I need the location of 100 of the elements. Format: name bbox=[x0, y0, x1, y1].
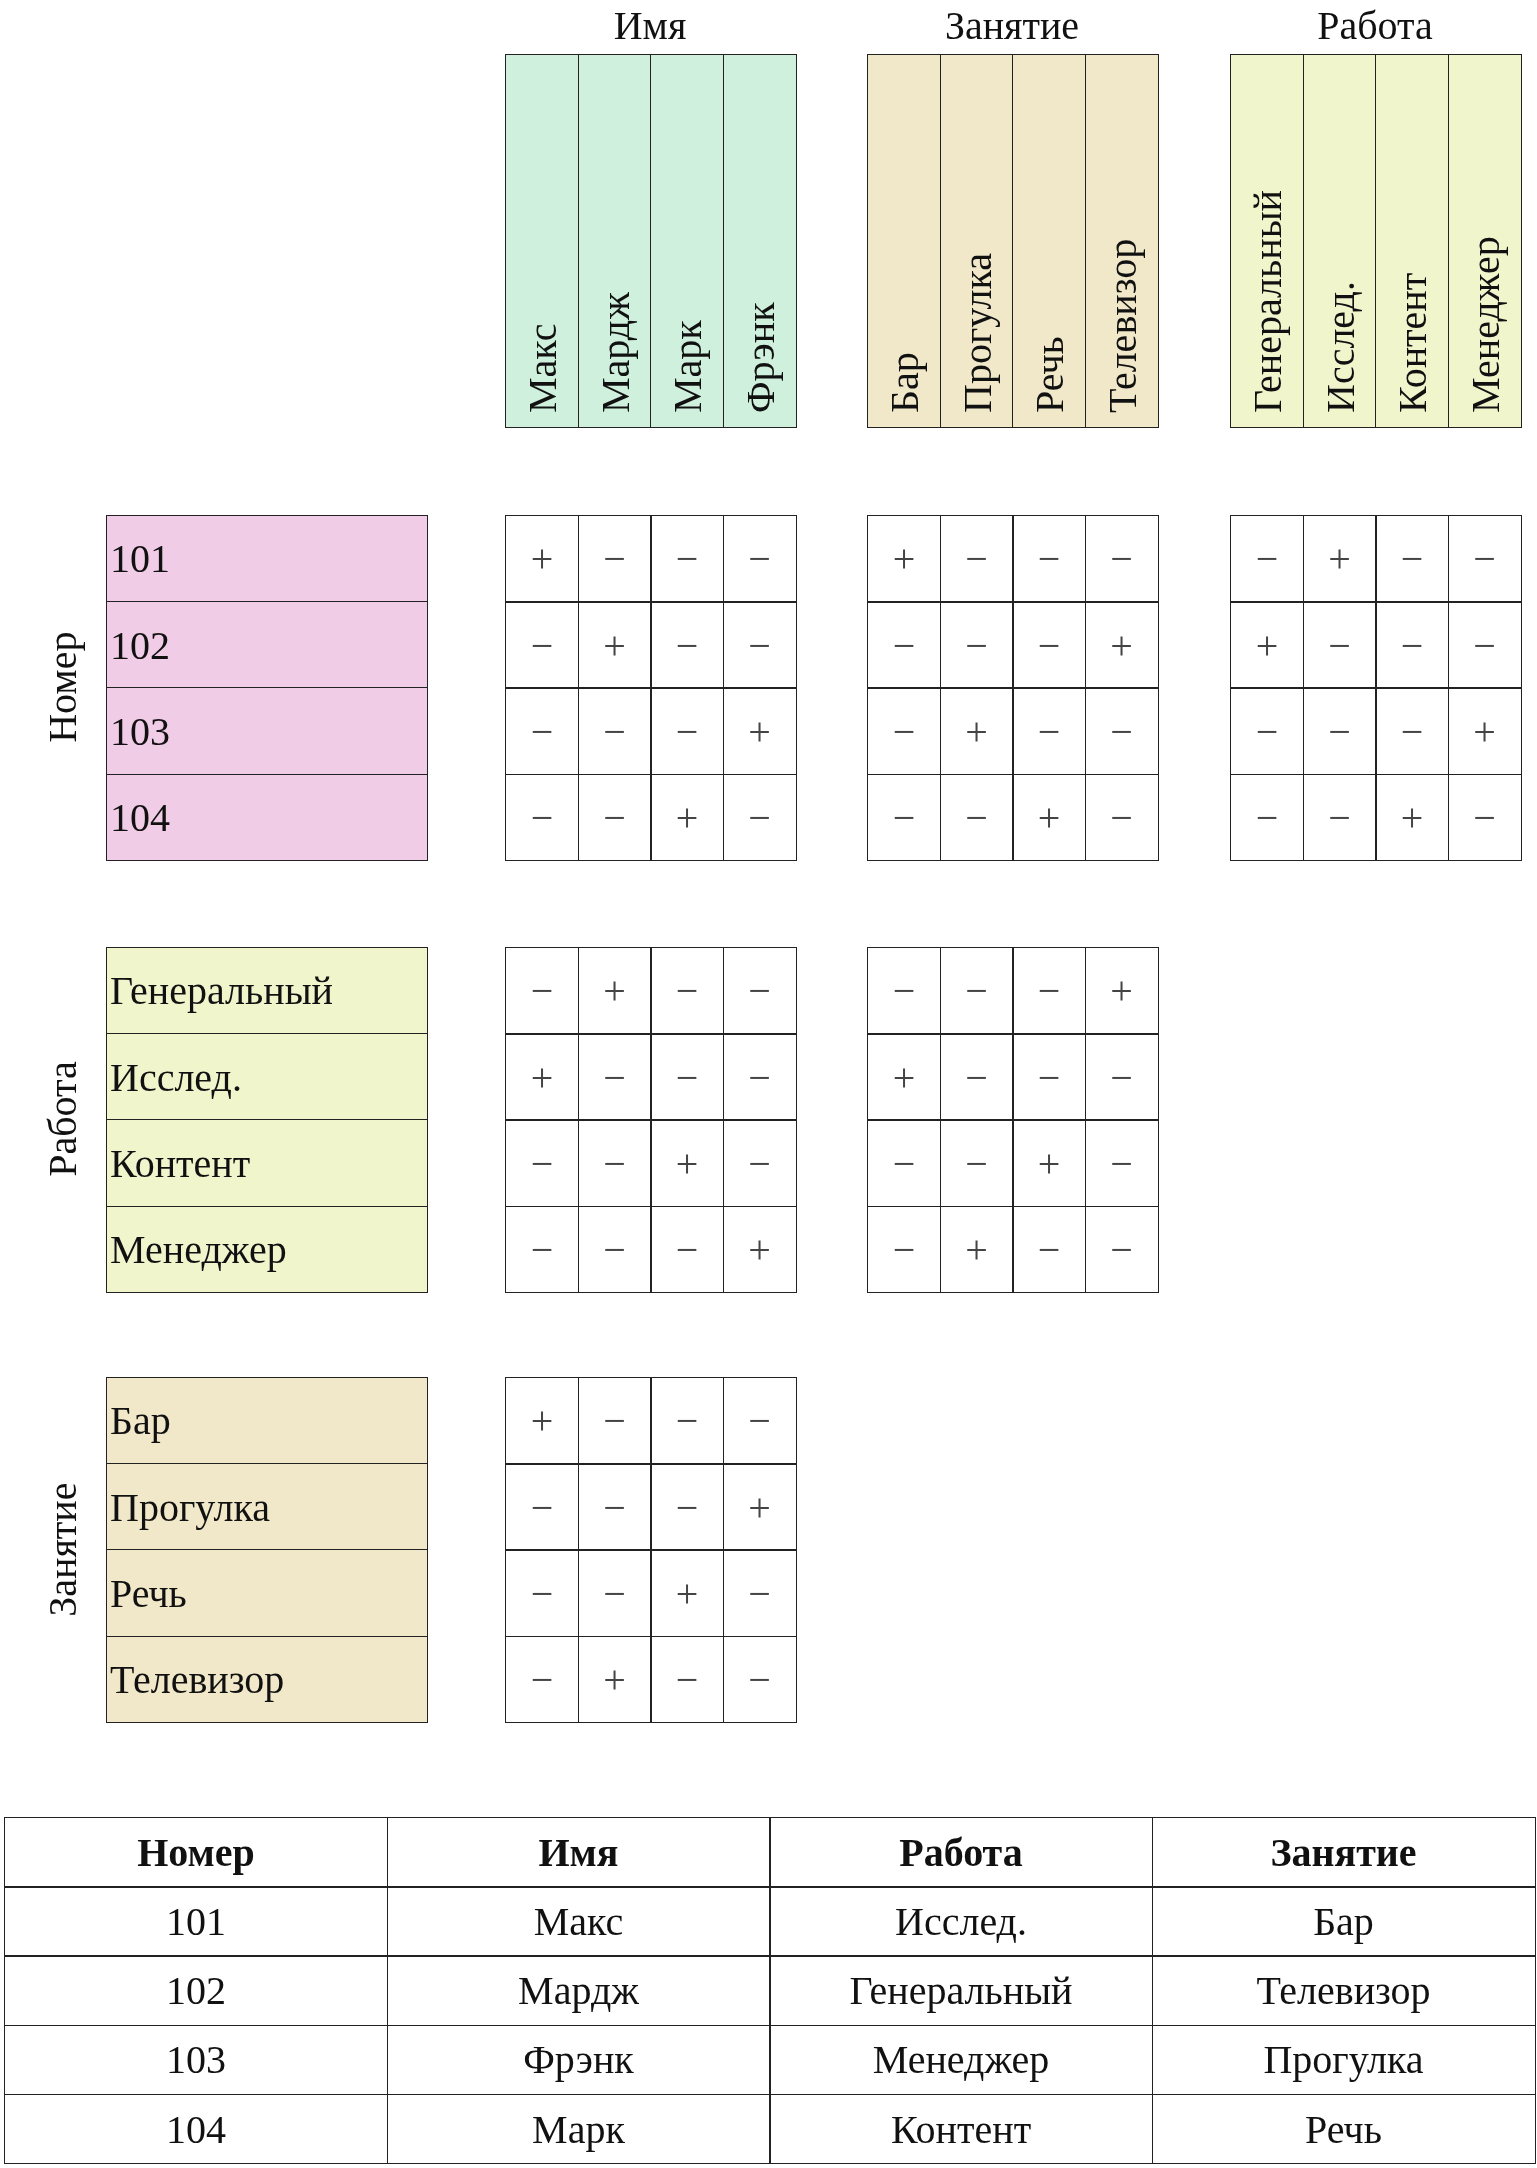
grid-cell: − bbox=[650, 515, 724, 603]
grid-cell: + bbox=[867, 1033, 941, 1121]
row-header: Телевизор bbox=[106, 1635, 428, 1724]
grid-cell: + bbox=[1375, 773, 1449, 862]
grid-cell: − bbox=[1012, 515, 1086, 603]
grid-cell: + bbox=[505, 515, 579, 603]
grid-cell: − bbox=[722, 1033, 797, 1121]
grid-cell: + bbox=[577, 947, 652, 1035]
row-header: Исслед. bbox=[106, 1033, 428, 1121]
grid-cell: + bbox=[505, 1033, 579, 1121]
grid-cell: − bbox=[939, 515, 1014, 603]
grid-cell: − bbox=[939, 1033, 1014, 1121]
grid-cell: − bbox=[1084, 773, 1159, 862]
grid-cell: + bbox=[722, 687, 797, 776]
grid-cell: − bbox=[1084, 687, 1159, 776]
grid-cell: − bbox=[1012, 687, 1086, 776]
grid-cell: − bbox=[722, 1119, 797, 1208]
grid-cell: − bbox=[722, 1549, 797, 1638]
row-header: Прогулка bbox=[106, 1463, 428, 1551]
grid-cell: − bbox=[505, 1549, 579, 1638]
grid-cell: − bbox=[867, 773, 941, 862]
grid-cell: + bbox=[650, 1549, 724, 1638]
group-title: Работа bbox=[1316, 1, 1434, 50]
grid-cell: − bbox=[505, 601, 579, 689]
grid-cell: − bbox=[650, 687, 724, 776]
grid-cell: − bbox=[1375, 601, 1449, 689]
table-cell: Генеральный bbox=[769, 1955, 1153, 2027]
grid-cell: − bbox=[1302, 687, 1377, 776]
grid-cell: − bbox=[505, 687, 579, 776]
grid-cell: − bbox=[1084, 1033, 1159, 1121]
grid-cell: − bbox=[722, 947, 797, 1035]
grid-cell: + bbox=[505, 1377, 579, 1465]
row-group-title: Работа bbox=[38, 1060, 86, 1180]
column-header: Генеральный bbox=[1230, 54, 1304, 428]
grid-cell: − bbox=[939, 1119, 1014, 1208]
grid-cell: − bbox=[1012, 1033, 1086, 1121]
grid-cell: − bbox=[650, 1463, 724, 1551]
table-cell: Марк bbox=[386, 2093, 771, 2165]
grid-cell: − bbox=[1447, 515, 1522, 603]
grid-cell: − bbox=[577, 1463, 652, 1551]
grid-cell: + bbox=[577, 601, 652, 689]
grid-cell: − bbox=[577, 1549, 652, 1638]
grid-cell: − bbox=[1302, 601, 1377, 689]
row-header: 102 bbox=[106, 601, 428, 689]
column-header: Менеджер bbox=[1447, 54, 1522, 428]
grid-cell: + bbox=[1447, 687, 1522, 776]
column-header: Исслед. bbox=[1302, 54, 1377, 428]
grid-cell: − bbox=[505, 1119, 579, 1208]
table-cell: Речь bbox=[1151, 2093, 1536, 2165]
table-header: Работа bbox=[769, 1817, 1153, 1888]
table-cell: 101 bbox=[4, 1886, 388, 1957]
row-header: Менеджер bbox=[106, 1205, 428, 1294]
grid-cell: − bbox=[577, 1377, 652, 1465]
table-cell: Мардж bbox=[386, 1955, 771, 2027]
table-cell: Телевизор bbox=[1151, 1955, 1536, 2027]
grid-cell: + bbox=[867, 515, 941, 603]
grid-cell: − bbox=[722, 1635, 797, 1724]
grid-cell: + bbox=[1012, 1119, 1086, 1208]
grid-cell: − bbox=[505, 773, 579, 862]
column-header: Прогулка bbox=[939, 54, 1014, 428]
grid-cell: − bbox=[722, 515, 797, 603]
group-title: Имя bbox=[612, 1, 688, 50]
grid-cell: − bbox=[577, 1119, 652, 1208]
grid-cell: − bbox=[577, 1205, 652, 1294]
grid-cell: − bbox=[1012, 1205, 1086, 1294]
grid-cell: − bbox=[1302, 773, 1377, 862]
table-cell: Макс bbox=[386, 1886, 771, 1957]
row-header: Контент bbox=[106, 1119, 428, 1208]
grid-cell: − bbox=[1012, 947, 1086, 1035]
grid-cell: − bbox=[867, 1205, 941, 1294]
column-header: Телевизор bbox=[1084, 54, 1159, 428]
grid-cell: − bbox=[1447, 773, 1522, 862]
table-cell: Бар bbox=[1151, 1886, 1536, 1957]
grid-cell: + bbox=[650, 1119, 724, 1208]
grid-cell: − bbox=[650, 601, 724, 689]
row-header: Генеральный bbox=[106, 947, 428, 1035]
table-header: Занятие bbox=[1151, 1817, 1536, 1888]
grid-cell: − bbox=[867, 601, 941, 689]
column-header: Контент bbox=[1375, 54, 1449, 428]
row-header: Бар bbox=[106, 1377, 428, 1465]
column-header: Марк bbox=[650, 54, 724, 428]
grid-cell: − bbox=[1230, 773, 1304, 862]
grid-cell: − bbox=[1447, 601, 1522, 689]
grid-cell: − bbox=[867, 1119, 941, 1208]
row-group-title: Занятие bbox=[38, 1481, 86, 1619]
grid-cell: − bbox=[1375, 687, 1449, 776]
column-header: Мардж bbox=[577, 54, 652, 428]
grid-cell: − bbox=[505, 1635, 579, 1724]
grid-cell: − bbox=[650, 1377, 724, 1465]
grid-cell: + bbox=[939, 1205, 1014, 1294]
grid-cell: − bbox=[1084, 1119, 1159, 1208]
grid-cell: − bbox=[939, 947, 1014, 1035]
grid-cell: + bbox=[1084, 601, 1159, 689]
grid-cell: − bbox=[1375, 515, 1449, 603]
row-header: 103 bbox=[106, 687, 428, 776]
grid-cell: − bbox=[650, 1033, 724, 1121]
table-header: Имя bbox=[386, 1817, 771, 1888]
grid-cell: + bbox=[722, 1205, 797, 1294]
grid-cell: − bbox=[939, 773, 1014, 862]
table-header: Номер bbox=[4, 1817, 388, 1888]
